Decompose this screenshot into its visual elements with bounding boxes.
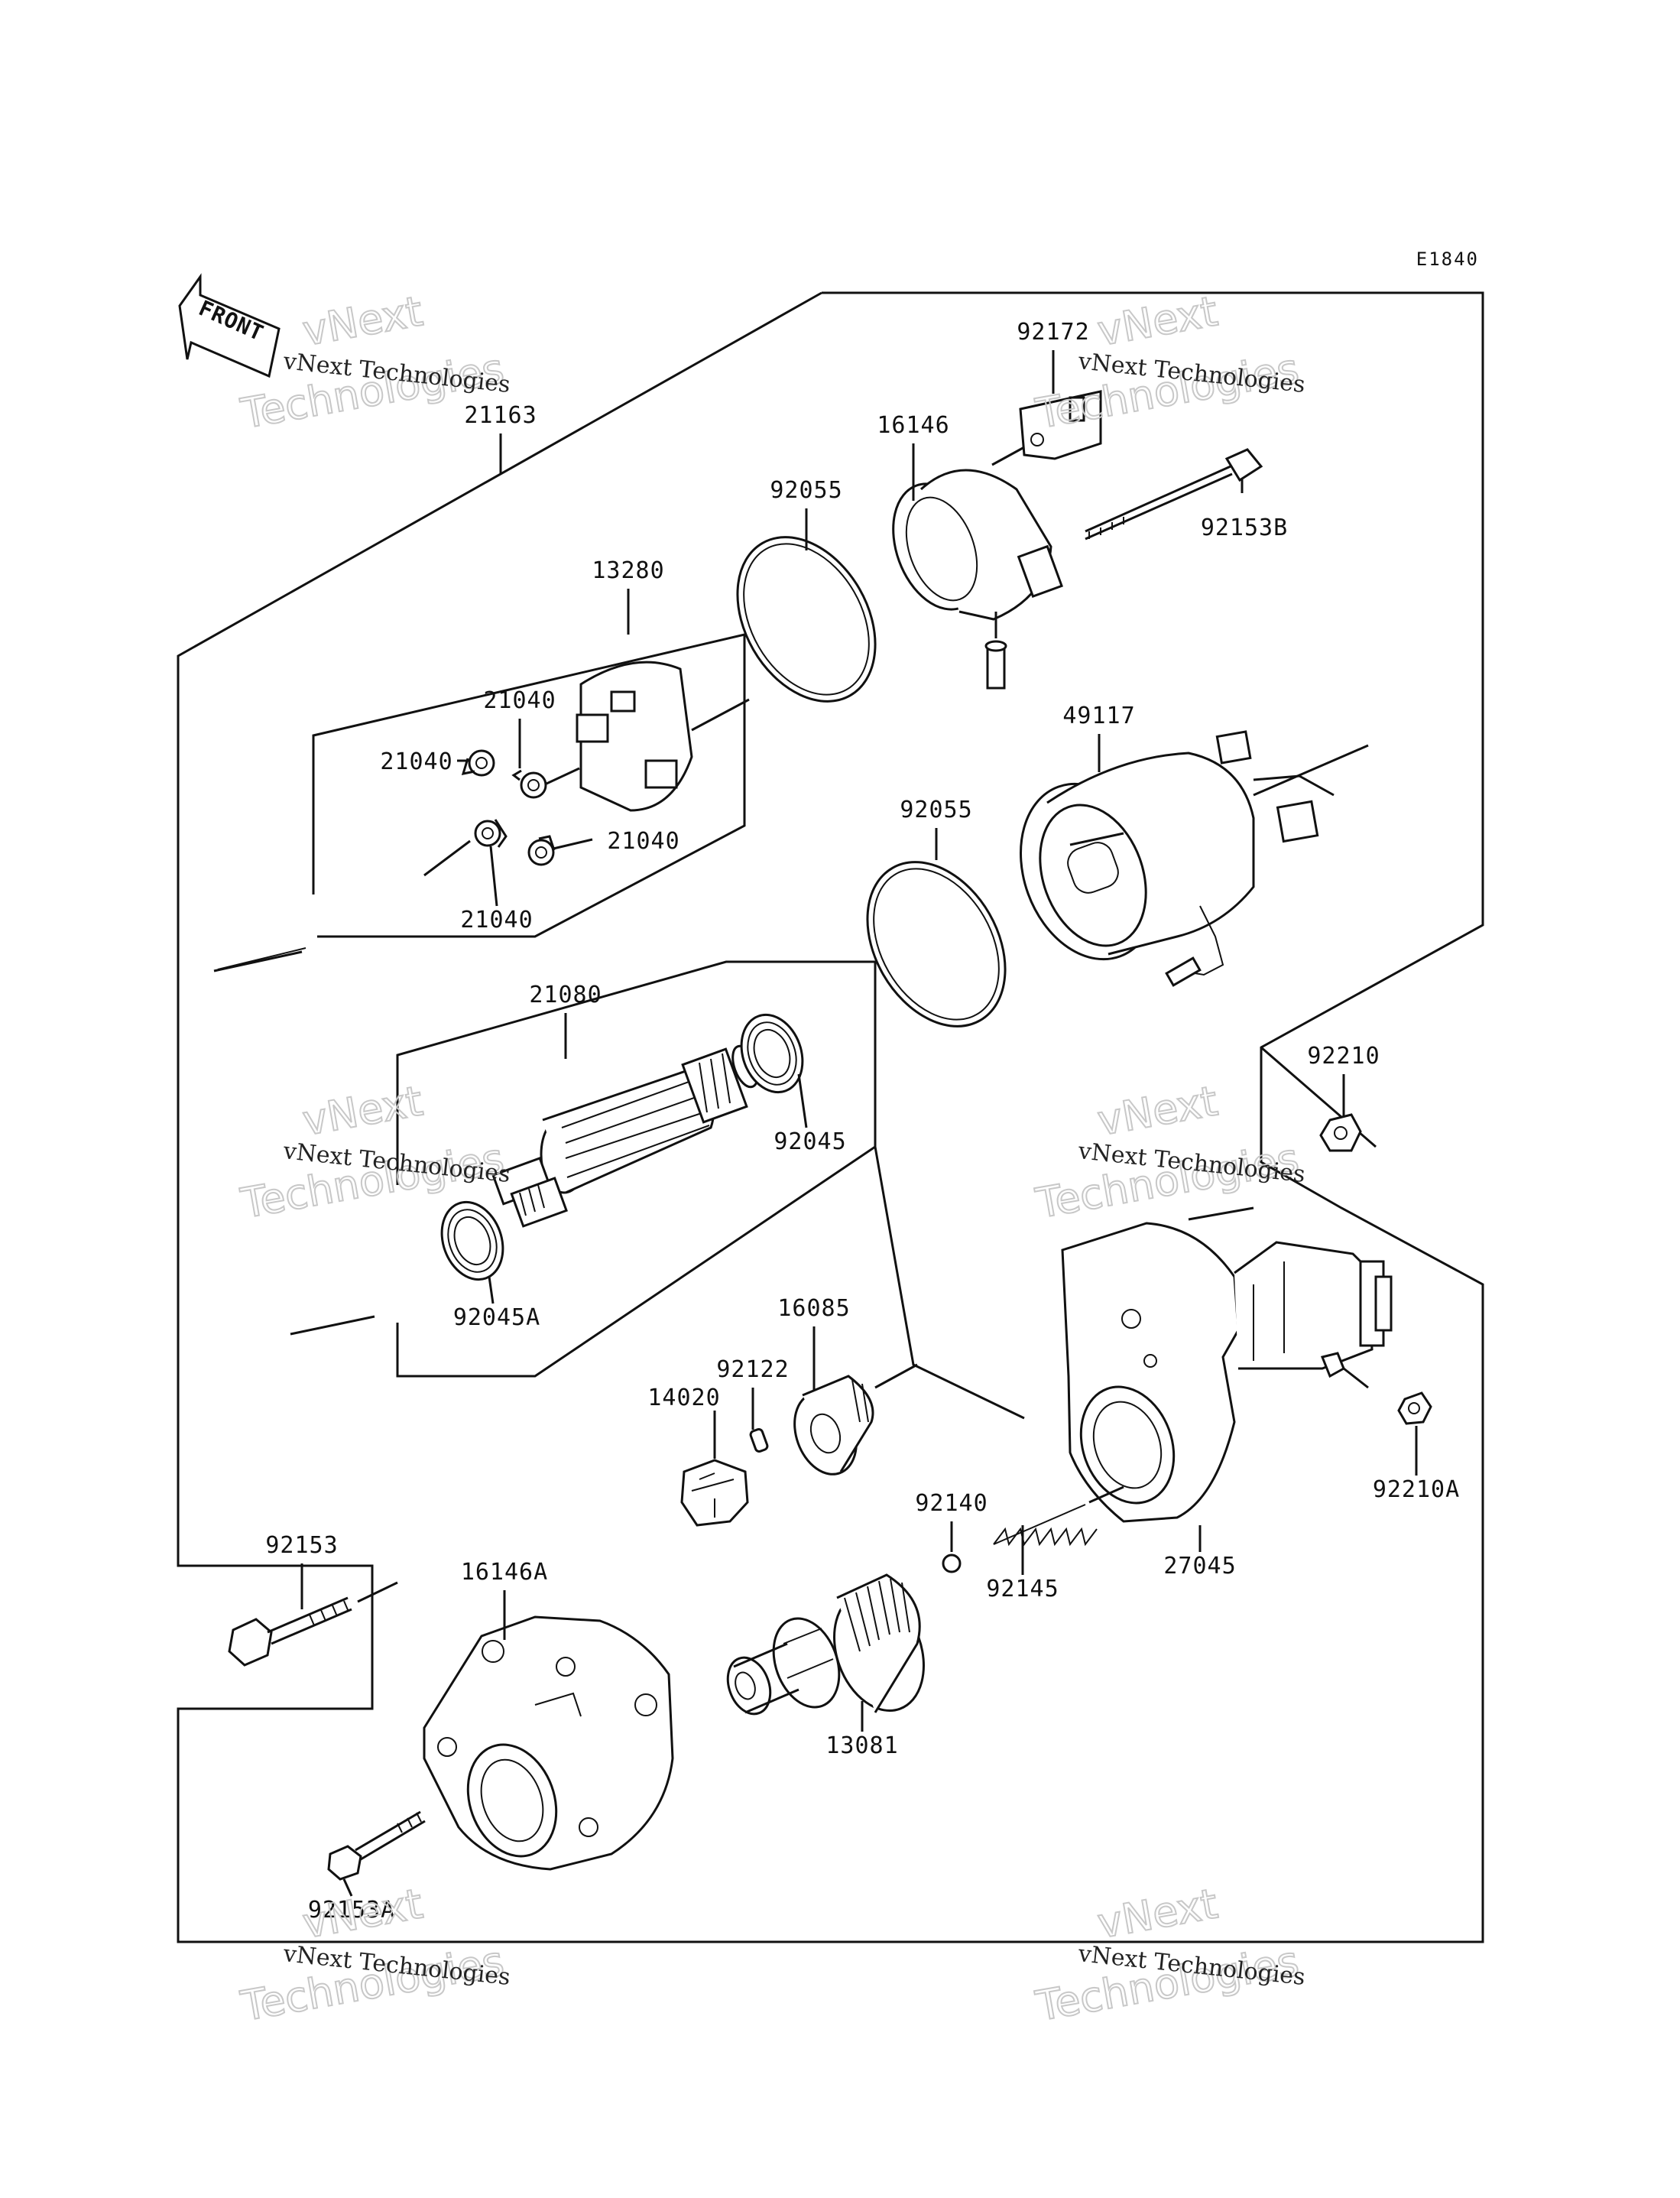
part-label-92153b: 92153B	[1201, 515, 1288, 541]
watermark-bottom-right: vNext Technologies vNext Technologies	[1031, 1878, 1306, 2031]
armature-group	[290, 960, 877, 1378]
part-label-27045: 27045	[1163, 1553, 1236, 1580]
overrunning-clutch-part	[726, 1573, 925, 1716]
part-label-92172: 92172	[1017, 319, 1089, 346]
o-ring-upper-part	[736, 536, 877, 703]
part-label-92210a: 92210A	[1373, 1476, 1460, 1503]
brush-holder-group	[213, 633, 746, 972]
leader-lines	[300, 350, 1418, 1897]
yoke-assembly-part	[1020, 730, 1369, 987]
end-cover-part	[892, 469, 1063, 690]
long-bolt-part	[1085, 448, 1263, 541]
part-label-21163: 21163	[464, 402, 537, 429]
bearing-lower-part	[440, 1200, 504, 1281]
part-label-13081: 13081	[825, 1732, 898, 1759]
spring-part	[993, 1485, 1124, 1547]
brush-spring-part-a	[461, 749, 495, 777]
part-label-92045: 92045	[774, 1128, 846, 1155]
bolt-left-part	[228, 1581, 398, 1667]
watermark-mid-right: vNext Technologies vNext Technologies	[1031, 1076, 1306, 1229]
retainer-part	[680, 1459, 749, 1527]
svg-text:vNext: vNext	[299, 1879, 426, 1947]
svg-text:vNext: vNext	[299, 1076, 426, 1144]
part-label-92210: 92210	[1307, 1043, 1380, 1070]
part-labels: 21163 92172 16146 92153B 92055 13280 210…	[265, 319, 1460, 1924]
bracket-part	[991, 390, 1102, 466]
pin-part	[749, 1428, 769, 1453]
watermark-bottom-left: vNext Technologies vNext Technologies	[236, 1878, 511, 2031]
part-label-92055-lower: 92055	[900, 797, 972, 823]
bolt-lower-part	[327, 1810, 426, 1881]
watermark-top-right: vNext Technologies vNext Technologies	[1031, 286, 1306, 439]
brush-holder-part	[546, 661, 750, 812]
nut-upper-part	[1319, 1113, 1362, 1152]
part-label-16085: 16085	[777, 1295, 850, 1322]
part-label-92045a: 92045A	[453, 1304, 540, 1331]
part-label-21080: 21080	[529, 982, 602, 1008]
part-label-49117: 49117	[1062, 703, 1135, 729]
part-label-92153: 92153	[265, 1532, 338, 1559]
part-label-92145: 92145	[986, 1576, 1059, 1602]
idle-gear-part	[793, 1363, 918, 1476]
nut-lower-part	[1397, 1391, 1432, 1425]
housing-connector	[874, 1146, 1025, 1420]
front-cover-part	[423, 1615, 674, 1871]
housing-part	[1061, 1222, 1393, 1523]
svg-text:vNext: vNext	[1094, 1879, 1221, 1947]
armature-part	[491, 1044, 792, 1228]
front-arrow-icon: FRONT	[178, 273, 281, 378]
brush-spring-part-b	[511, 769, 547, 799]
part-label-14020: 14020	[647, 1385, 720, 1411]
part-label-21040-left: 21040	[380, 748, 452, 775]
part-label-92055-upper: 92055	[770, 477, 842, 504]
part-label-16146a: 16146A	[461, 1559, 548, 1586]
brush-spring-part-c	[474, 819, 508, 848]
part-label-16146: 16146	[877, 412, 949, 439]
part-label-13280: 13280	[592, 557, 664, 584]
part-label-21040-top: 21040	[483, 687, 556, 714]
bearing-upper-part	[740, 1013, 804, 1094]
o-ring-lower-part	[866, 861, 1007, 1028]
part-label-92153a: 92153A	[308, 1897, 395, 1924]
part-label-21040-right: 21040	[607, 828, 679, 855]
part-label-92122: 92122	[716, 1356, 789, 1383]
brush-spring-part-d	[527, 835, 556, 866]
svg-text:vNext: vNext	[1094, 1076, 1221, 1144]
diagram-code: E1840	[1416, 248, 1479, 270]
part-label-21040-bottom: 21040	[460, 907, 533, 933]
assembly-outline	[177, 291, 1484, 1943]
part-label-92140: 92140	[915, 1490, 988, 1517]
svg-text:vNext: vNext	[299, 287, 426, 355]
steel-ball-part	[942, 1554, 962, 1573]
svg-text:vNext: vNext	[1094, 287, 1221, 355]
